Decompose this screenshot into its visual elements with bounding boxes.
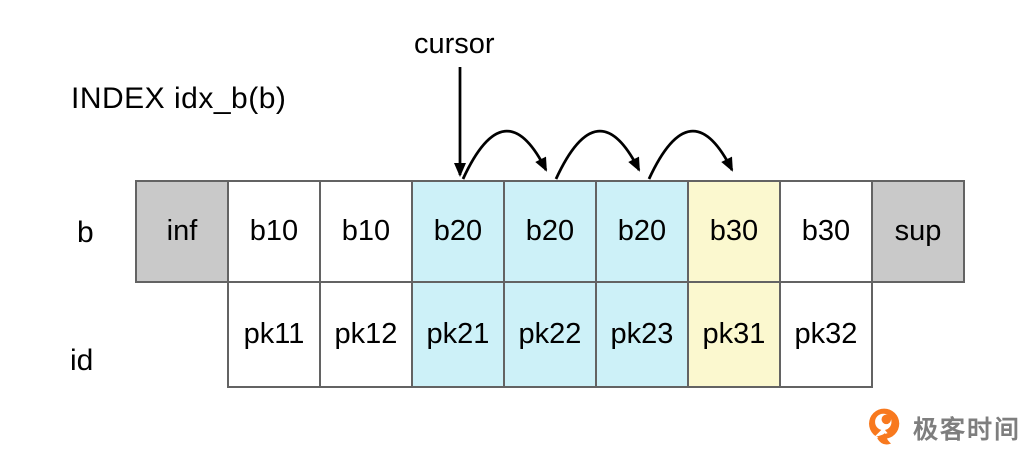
index-title: INDEX idx_b(b) xyxy=(71,82,287,115)
row-label-b: b xyxy=(77,216,94,249)
cell-b20-3: b20 xyxy=(595,180,689,283)
hop-arc-1 xyxy=(461,129,548,180)
logo-text: 极客时间 xyxy=(913,416,1022,444)
cell-pk12: pk12 xyxy=(319,281,413,388)
hop-arc-3 xyxy=(647,129,734,180)
logo: 极客时间 xyxy=(866,406,1021,450)
cell-pk32: pk32 xyxy=(779,281,873,388)
hop-arc-2 xyxy=(554,129,641,180)
row-label-id: id xyxy=(70,344,94,377)
cell-b30-2: b30 xyxy=(779,180,873,283)
cursor-label: cursor xyxy=(414,28,495,60)
cell-pk21: pk21 xyxy=(411,281,505,388)
cell-b-inf: inf xyxy=(135,180,229,283)
cell-b-sup: sup xyxy=(871,180,965,283)
cell-b10-1: b10 xyxy=(227,180,321,283)
cell-b20-1: b20 xyxy=(411,180,505,283)
row-b: inf b10 b10 b20 b20 b20 b30 b30 sup xyxy=(135,180,965,283)
cell-b30-1: b30 xyxy=(687,180,781,283)
cell-pk22: pk22 xyxy=(503,281,597,388)
cell-pk31: pk31 xyxy=(687,281,781,388)
cell-b20-2: b20 xyxy=(503,180,597,283)
row-id: pk11 pk12 pk21 pk22 pk23 pk31 pk32 xyxy=(227,281,873,388)
cell-b10-2: b10 xyxy=(319,180,413,283)
geektime-logo-icon xyxy=(869,408,900,445)
cell-pk11: pk11 xyxy=(227,281,321,388)
cell-pk23: pk23 xyxy=(595,281,689,388)
